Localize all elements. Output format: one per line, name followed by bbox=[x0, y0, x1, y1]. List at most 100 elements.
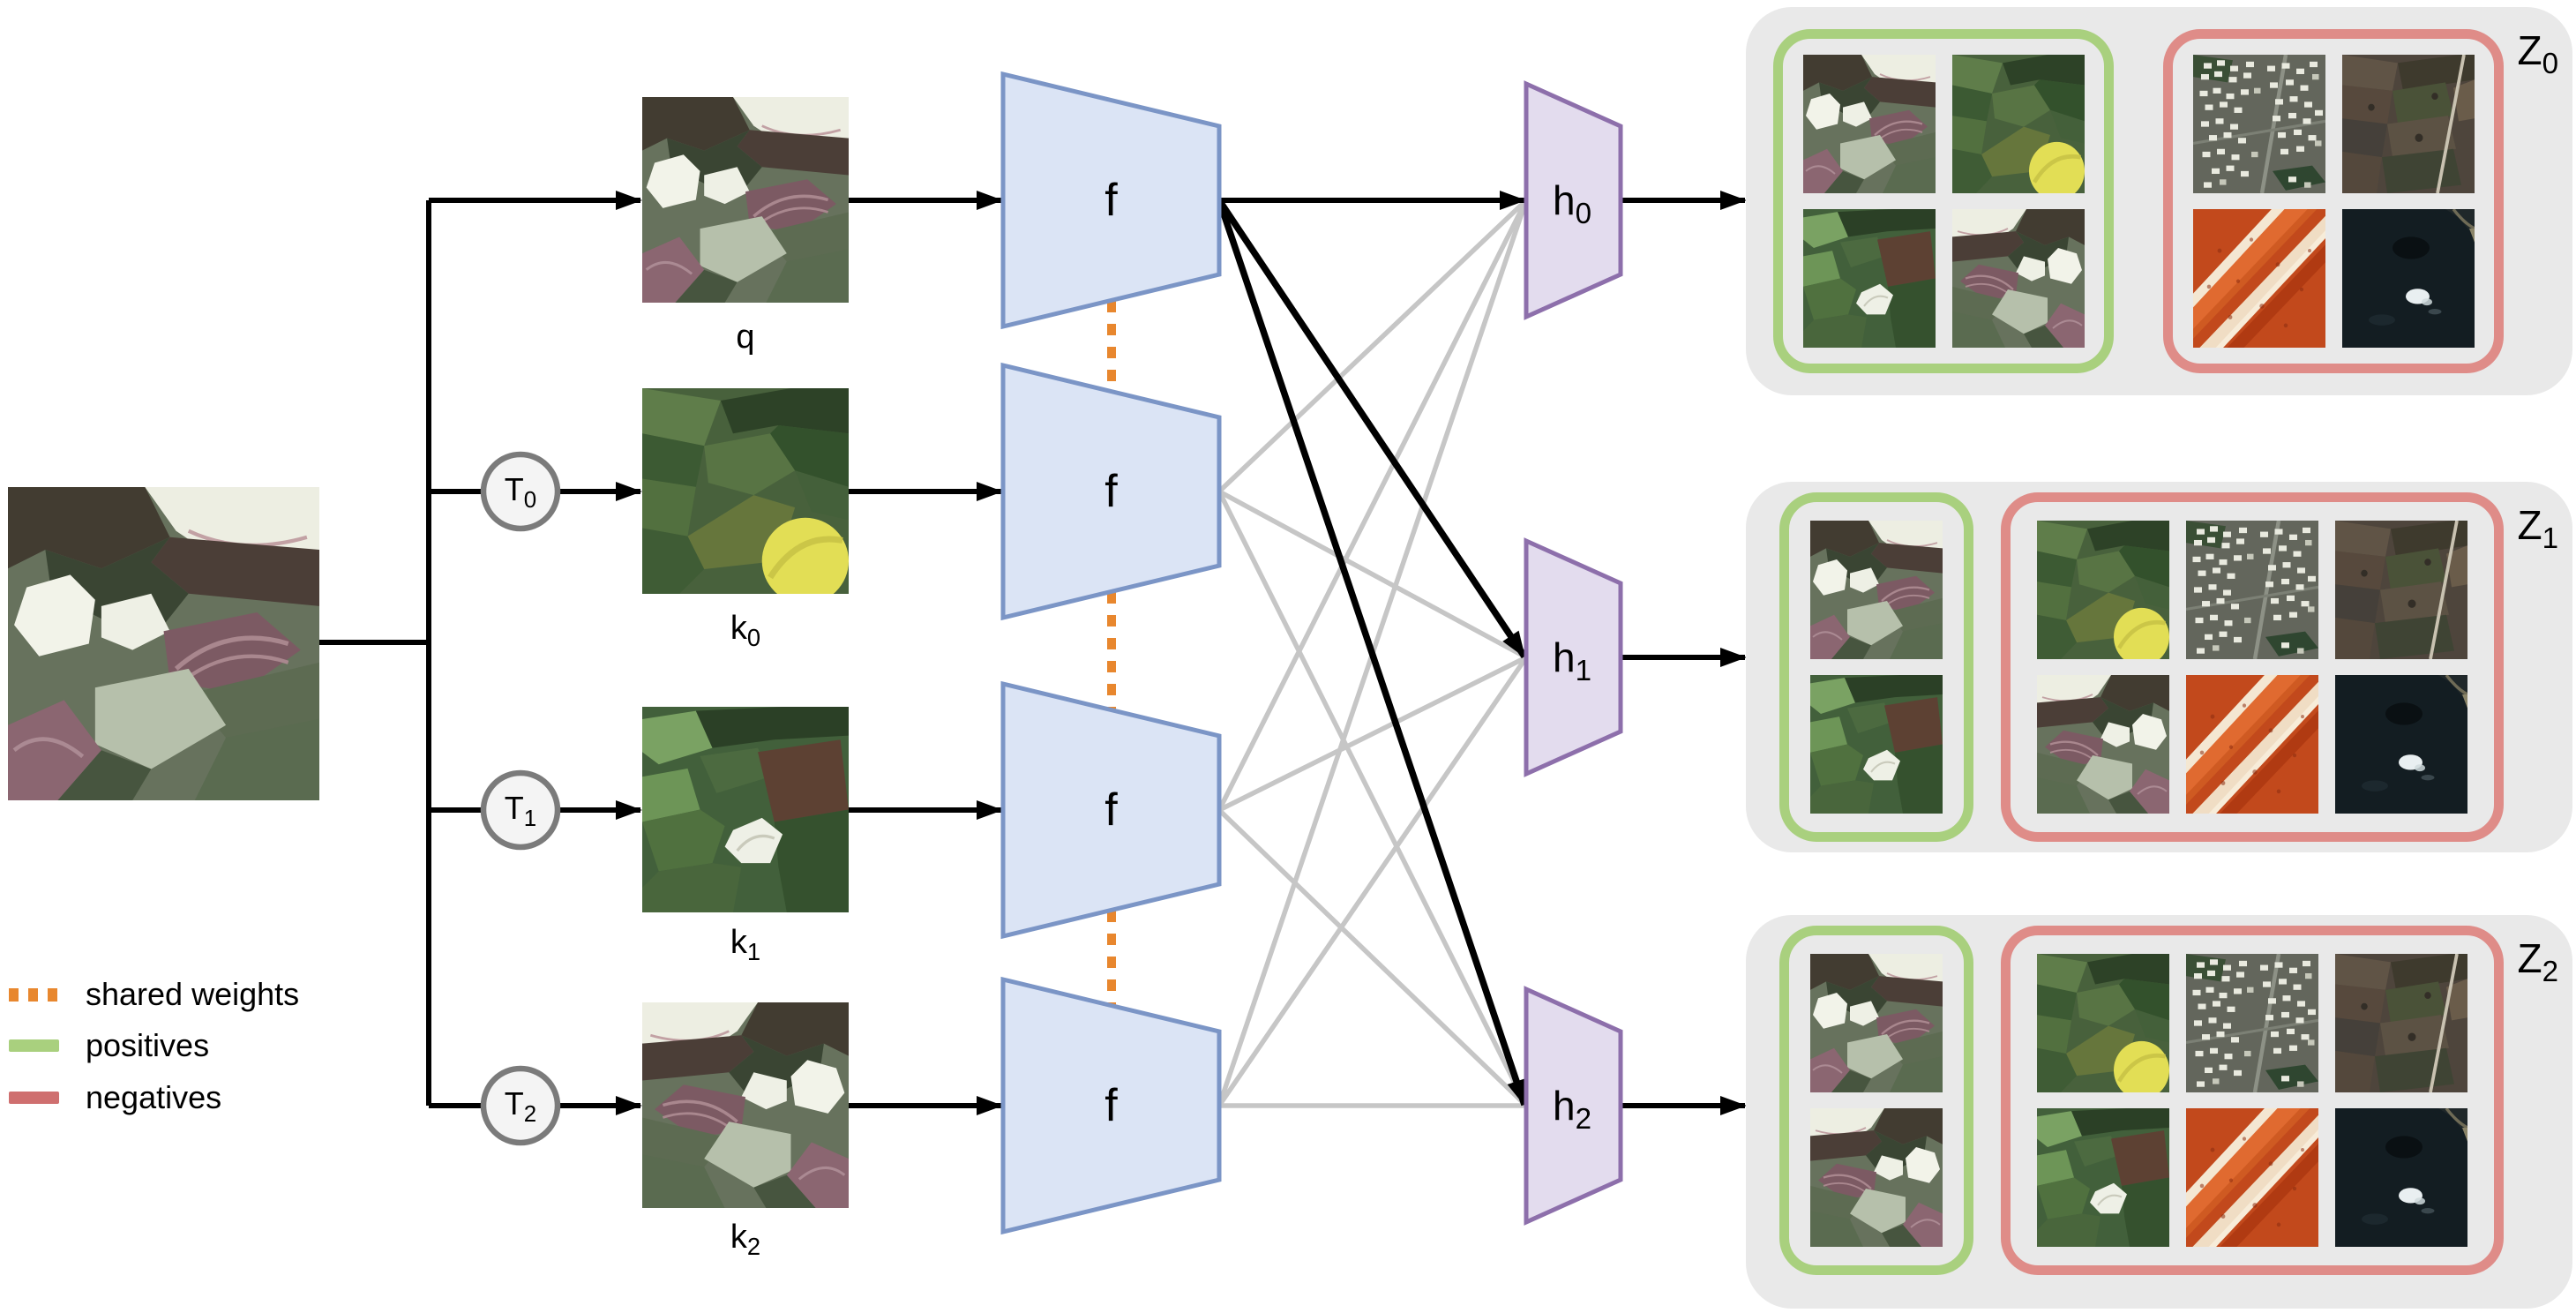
satellite-tile-q bbox=[642, 97, 849, 303]
transform-nodes bbox=[480, 451, 561, 1146]
output-panel-z0: Z0 bbox=[1746, 7, 2572, 395]
legend-item-shared-weights: shared weights bbox=[9, 976, 300, 1012]
embedding-sample-urban bbox=[2193, 55, 2325, 193]
satellite-tile-urban bbox=[2193, 55, 2325, 193]
satellite-tile-red bbox=[2186, 1108, 2318, 1247]
input-satellite-image bbox=[8, 487, 319, 800]
satellite-tile-ocean bbox=[2335, 1108, 2467, 1247]
embedding-sample-red bbox=[2186, 675, 2318, 814]
satellite-tile-k2 bbox=[642, 1002, 849, 1208]
encoder-label-1: f bbox=[1105, 466, 1118, 517]
embedding-sample-urban bbox=[2186, 521, 2318, 659]
positives-box bbox=[1779, 492, 1973, 842]
legend-item-positives: positives bbox=[9, 1027, 210, 1063]
embedding-sample-red bbox=[2186, 1108, 2318, 1247]
embedding-sample-ocean bbox=[2335, 675, 2467, 814]
view-label-q: q bbox=[736, 319, 755, 356]
transform-label-t0: T0 bbox=[504, 471, 537, 513]
output-label-z1: Z1 bbox=[2517, 502, 2558, 555]
embedding-sample-q bbox=[1810, 954, 1943, 1092]
view-image-k0 bbox=[642, 388, 849, 594]
transform-t0-circle bbox=[480, 451, 561, 532]
embedding-sample-farm bbox=[2335, 521, 2467, 659]
satellite-tile-q bbox=[1802, 55, 1936, 193]
satellite-tile-k1 bbox=[642, 707, 849, 912]
embedding-sample-k0 bbox=[2037, 954, 2169, 1092]
head-h0 bbox=[1524, 80, 1623, 320]
embedding-sample-farm bbox=[2341, 55, 2475, 193]
positives-box bbox=[1779, 926, 1973, 1275]
embedding-sample-ocean bbox=[2335, 1108, 2467, 1247]
legend-label: negatives bbox=[86, 1079, 222, 1115]
embedding-sample-urban bbox=[2186, 954, 2318, 1092]
embedding-sample-k0 bbox=[2037, 521, 2169, 659]
satellite-tile-k1 bbox=[2037, 1108, 2169, 1247]
embedding-sample-q bbox=[1802, 55, 1936, 193]
view-label-k1: k1 bbox=[730, 924, 761, 966]
encoder-shapes bbox=[1000, 71, 1222, 1235]
satellite-tile-k0 bbox=[642, 388, 849, 594]
negatives-box bbox=[2001, 926, 2504, 1275]
view-image-q bbox=[642, 97, 849, 303]
encoder-f-2 bbox=[1000, 680, 1222, 940]
satellite-tile-red bbox=[2193, 209, 2325, 348]
legend-item-negatives: negatives bbox=[9, 1079, 222, 1115]
view-image-k1 bbox=[642, 707, 849, 912]
transform-t2-circle bbox=[480, 1065, 561, 1146]
positives-box bbox=[1773, 29, 2114, 373]
embedding-sample-q bbox=[1810, 521, 1943, 659]
view-label-k0: k0 bbox=[730, 610, 761, 652]
embedding-sample-k1 bbox=[1810, 675, 1943, 814]
satellite-tile-urban bbox=[2186, 521, 2318, 659]
head-label-h0: h0 bbox=[1552, 177, 1591, 230]
embedding-sample-ocean bbox=[2341, 209, 2475, 348]
view-image-k2 bbox=[642, 1002, 849, 1208]
satellite-tile-q bbox=[1810, 954, 1943, 1092]
satellite-tile-k0 bbox=[2037, 954, 2169, 1092]
satellite-tile-k0 bbox=[1952, 55, 2085, 193]
satellite-tile-urban bbox=[2186, 954, 2318, 1092]
satellite-tile-k1 bbox=[1810, 675, 1943, 814]
encoder-f-0 bbox=[1000, 71, 1222, 330]
satellite-tile-q bbox=[8, 487, 319, 800]
transform-label-t2: T2 bbox=[504, 1085, 537, 1127]
satellite-tile-farm bbox=[2335, 521, 2467, 659]
satellite-tile-red bbox=[2186, 675, 2318, 814]
head-h2 bbox=[1524, 986, 1623, 1226]
satellite-tile-farm bbox=[2335, 954, 2467, 1092]
embedding-sample-k2 bbox=[2037, 675, 2169, 814]
output-panel-z1: Z1 bbox=[1746, 482, 2572, 852]
satellite-tile-k0 bbox=[2037, 521, 2169, 659]
embedding-sample-k1 bbox=[2037, 1108, 2169, 1247]
satellite-tile-k2 bbox=[1951, 209, 2085, 348]
satellite-tile-ocean bbox=[2335, 675, 2467, 814]
satellite-tile-farm bbox=[2341, 55, 2475, 193]
projection-head-shapes bbox=[1524, 80, 1623, 1226]
satellite-tile-k1 bbox=[1802, 209, 1936, 348]
satellite-tile-k2 bbox=[1810, 1108, 1943, 1247]
head-label-h1: h1 bbox=[1552, 634, 1591, 687]
transform-t1-circle bbox=[480, 769, 561, 851]
encoder-label-2: f bbox=[1105, 784, 1118, 836]
view-label-k2: k2 bbox=[730, 1219, 761, 1261]
black-flow-arrows bbox=[319, 191, 1747, 1115]
head-h1 bbox=[1524, 537, 1623, 777]
encoder-f-3 bbox=[1000, 976, 1222, 1235]
legend-label: positives bbox=[86, 1027, 210, 1063]
legend-label: shared weights bbox=[86, 976, 300, 1012]
embedding-sample-k2 bbox=[1810, 1108, 1943, 1247]
satellite-tile-k2 bbox=[2037, 675, 2169, 814]
transform-label-t1: T1 bbox=[504, 790, 537, 831]
shared-weights-swatch bbox=[9, 987, 59, 1002]
negatives-swatch bbox=[9, 1092, 59, 1104]
embedding-sample-k0 bbox=[1952, 55, 2085, 193]
negatives-box bbox=[2163, 29, 2504, 373]
satellite-tile-q bbox=[1810, 521, 1943, 659]
satellite-tile-ocean bbox=[2341, 209, 2475, 348]
positives-swatch bbox=[9, 1039, 59, 1052]
embedding-sample-farm bbox=[2335, 954, 2467, 1092]
encoder-f-1 bbox=[1000, 362, 1222, 621]
embedding-sample-k1 bbox=[1802, 209, 1936, 348]
